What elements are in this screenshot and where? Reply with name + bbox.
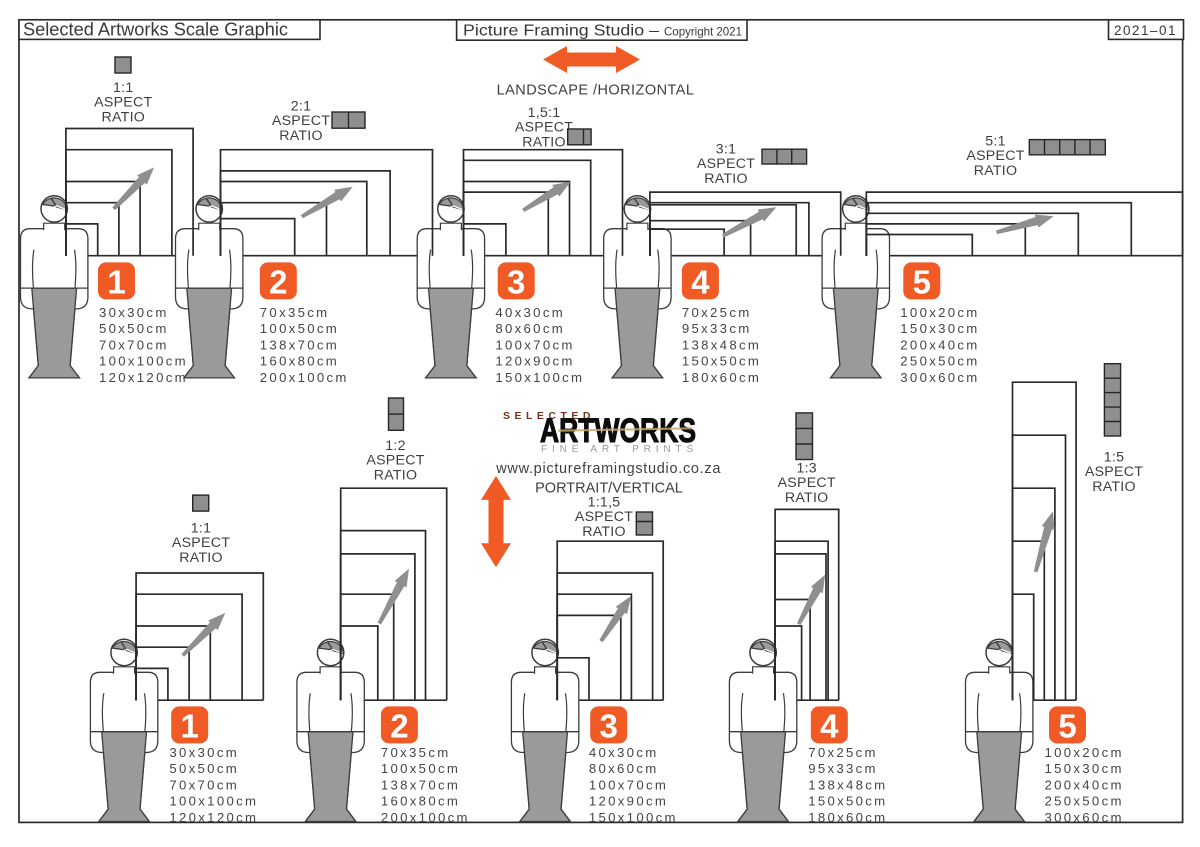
svg-text:160x80cm: 160x80cm xyxy=(381,794,460,809)
svg-text:100x70cm: 100x70cm xyxy=(589,777,668,792)
svg-text:ASPECT: ASPECT xyxy=(366,453,424,469)
svg-text:160x80cm: 160x80cm xyxy=(260,354,339,369)
svg-text:150x30cm: 150x30cm xyxy=(1045,761,1124,776)
svg-text:250x50cm: 250x50cm xyxy=(1045,794,1124,809)
svg-text:3: 3 xyxy=(507,263,525,300)
svg-text:80x60cm: 80x60cm xyxy=(589,761,659,776)
svg-text:180x60cm: 180x60cm xyxy=(682,370,761,385)
svg-text:RATIO: RATIO xyxy=(704,171,748,187)
svg-text:5: 5 xyxy=(913,263,931,300)
svg-text:70x70cm: 70x70cm xyxy=(169,777,239,792)
svg-text:ASPECT: ASPECT xyxy=(515,120,573,136)
svg-text:300x60cm: 300x60cm xyxy=(1045,810,1124,825)
svg-text:RATIO: RATIO xyxy=(179,550,223,566)
svg-text:150x100cm: 150x100cm xyxy=(495,370,584,385)
svg-text:RATIO: RATIO xyxy=(102,110,146,126)
svg-text:100x100cm: 100x100cm xyxy=(169,794,258,809)
svg-text:RATIO: RATIO xyxy=(1092,479,1136,495)
svg-text:150x50cm: 150x50cm xyxy=(808,794,887,809)
svg-text:120x120cm: 120x120cm xyxy=(169,810,258,825)
svg-text:1: 1 xyxy=(181,707,199,744)
svg-text:ASPECT: ASPECT xyxy=(697,156,755,172)
svg-text:2: 2 xyxy=(390,707,408,744)
svg-text:ASPECT: ASPECT xyxy=(172,535,230,551)
svg-text:200x100cm: 200x100cm xyxy=(381,810,470,825)
svg-text:Selected Artworks Scale Graphi: Selected Artworks Scale Graphic xyxy=(23,20,288,40)
svg-text:200x40cm: 200x40cm xyxy=(900,337,979,352)
svg-text:ASPECT: ASPECT xyxy=(778,475,836,491)
svg-text:Picture Framing Studio –: Picture Framing Studio – xyxy=(463,22,659,39)
svg-text:138x70cm: 138x70cm xyxy=(381,777,460,792)
svg-text:40x30cm: 40x30cm xyxy=(589,745,659,760)
svg-text:1:5: 1:5 xyxy=(1104,450,1124,466)
svg-text:150x30cm: 150x30cm xyxy=(900,321,979,336)
svg-text:1:1,5: 1:1,5 xyxy=(588,495,621,511)
svg-text:95x33cm: 95x33cm xyxy=(808,761,878,776)
svg-text:www.pictureframingstudio.co.za: www.pictureframingstudio.co.za xyxy=(495,461,721,477)
svg-text:100x20cm: 100x20cm xyxy=(1045,745,1124,760)
svg-text:40x30cm: 40x30cm xyxy=(495,305,565,320)
svg-text:5:1: 5:1 xyxy=(985,134,1005,150)
svg-text:RATIO: RATIO xyxy=(279,128,323,144)
svg-text:100x70cm: 100x70cm xyxy=(495,337,574,352)
svg-text:70x25cm: 70x25cm xyxy=(682,305,752,320)
svg-text:70x70cm: 70x70cm xyxy=(99,337,169,352)
svg-text:1:1: 1:1 xyxy=(191,521,211,537)
svg-text:5: 5 xyxy=(1058,707,1076,744)
svg-text:4: 4 xyxy=(820,707,839,744)
svg-text:2021–01: 2021–01 xyxy=(1114,23,1177,38)
svg-text:100x50cm: 100x50cm xyxy=(381,761,460,776)
svg-text:RATIO: RATIO xyxy=(582,524,626,540)
svg-text:ASPECT: ASPECT xyxy=(575,509,633,525)
svg-text:FINE ART PRINTS: FINE ART PRINTS xyxy=(541,443,698,455)
svg-text:RATIO: RATIO xyxy=(374,468,418,484)
svg-text:70x35cm: 70x35cm xyxy=(381,745,451,760)
svg-text:120x90cm: 120x90cm xyxy=(495,354,574,369)
svg-text:120x120cm: 120x120cm xyxy=(99,370,188,385)
svg-text:4: 4 xyxy=(691,263,710,300)
svg-text:1,5:1: 1,5:1 xyxy=(528,105,561,121)
svg-text:70x35cm: 70x35cm xyxy=(260,305,330,320)
svg-text:50x50cm: 50x50cm xyxy=(99,321,169,336)
svg-text:ASPECT: ASPECT xyxy=(966,148,1024,164)
svg-text:ASPECT: ASPECT xyxy=(1085,464,1143,480)
svg-text:100x50cm: 100x50cm xyxy=(260,321,339,336)
svg-text:1:1: 1:1 xyxy=(113,80,133,96)
svg-text:200x40cm: 200x40cm xyxy=(1045,777,1124,792)
svg-text:100x20cm: 100x20cm xyxy=(900,305,979,320)
svg-text:138x70cm: 138x70cm xyxy=(260,337,339,352)
svg-text:Copyright 2021: Copyright 2021 xyxy=(664,24,742,38)
svg-text:70x25cm: 70x25cm xyxy=(808,745,878,760)
svg-text:300x60cm: 300x60cm xyxy=(900,370,979,385)
svg-text:1: 1 xyxy=(107,263,125,300)
svg-text:LANDSCAPE /HORIZONTAL: LANDSCAPE /HORIZONTAL xyxy=(497,83,695,99)
svg-text:30x30cm: 30x30cm xyxy=(169,745,239,760)
svg-text:80x60cm: 80x60cm xyxy=(495,321,565,336)
svg-text:180x60cm: 180x60cm xyxy=(808,810,887,825)
svg-text:100x100cm: 100x100cm xyxy=(99,354,188,369)
svg-text:150x100cm: 150x100cm xyxy=(589,810,678,825)
svg-text:150x50cm: 150x50cm xyxy=(682,354,761,369)
svg-text:95x33cm: 95x33cm xyxy=(682,321,752,336)
svg-text:138x48cm: 138x48cm xyxy=(682,337,761,352)
svg-text:RATIO: RATIO xyxy=(522,135,566,151)
svg-text:2: 2 xyxy=(269,263,287,300)
svg-text:RATIO: RATIO xyxy=(785,490,829,506)
svg-text:120x90cm: 120x90cm xyxy=(589,794,668,809)
svg-text:250x50cm: 250x50cm xyxy=(900,354,979,369)
svg-text:3:1: 3:1 xyxy=(716,142,736,158)
svg-text:SELECTED: SELECTED xyxy=(503,410,595,422)
svg-text:1:3: 1:3 xyxy=(796,461,816,477)
svg-text:138x48cm: 138x48cm xyxy=(808,777,887,792)
svg-text:ASPECT: ASPECT xyxy=(94,95,152,111)
svg-text:ASPECT: ASPECT xyxy=(272,113,330,129)
svg-text:RATIO: RATIO xyxy=(974,163,1018,179)
svg-text:30x30cm: 30x30cm xyxy=(99,305,169,320)
svg-text:2:1: 2:1 xyxy=(291,99,311,115)
svg-text:200x100cm: 200x100cm xyxy=(260,370,349,385)
svg-text:PORTRAIT/VERTICAL: PORTRAIT/VERTICAL xyxy=(535,480,683,496)
svg-text:50x50cm: 50x50cm xyxy=(169,761,239,776)
svg-text:1:2: 1:2 xyxy=(385,438,405,454)
svg-text:3: 3 xyxy=(600,707,618,744)
